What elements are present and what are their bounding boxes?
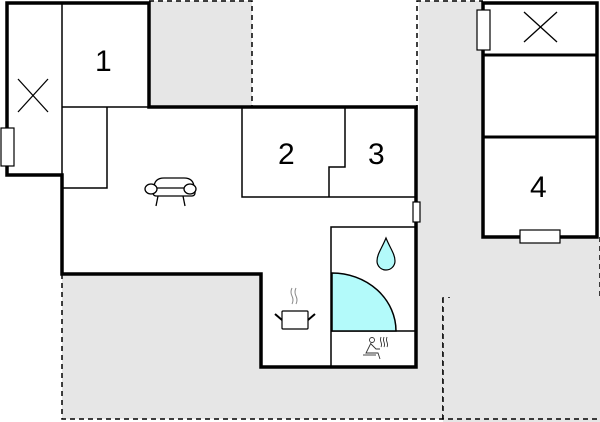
cooking-pot-icon xyxy=(274,287,316,330)
room-label-4: 4 xyxy=(530,171,547,204)
annex-building xyxy=(481,1,599,239)
sofa-icon xyxy=(144,177,197,207)
window-annex-top xyxy=(476,9,491,51)
main-house xyxy=(5,1,418,369)
cross-icon xyxy=(523,11,558,43)
cross-icon xyxy=(17,78,49,113)
shower-quarter-circle-icon xyxy=(331,272,397,332)
window-right-main xyxy=(412,201,421,223)
terrace-top xyxy=(149,0,253,107)
room-label-3: 3 xyxy=(368,138,385,171)
water-drop-icon xyxy=(376,236,396,271)
room-label-1: 1 xyxy=(95,45,112,78)
window-annex-bottom xyxy=(519,229,561,244)
room-label-2: 2 xyxy=(278,138,295,171)
sauna-icon xyxy=(363,336,388,360)
window-left xyxy=(0,127,15,167)
